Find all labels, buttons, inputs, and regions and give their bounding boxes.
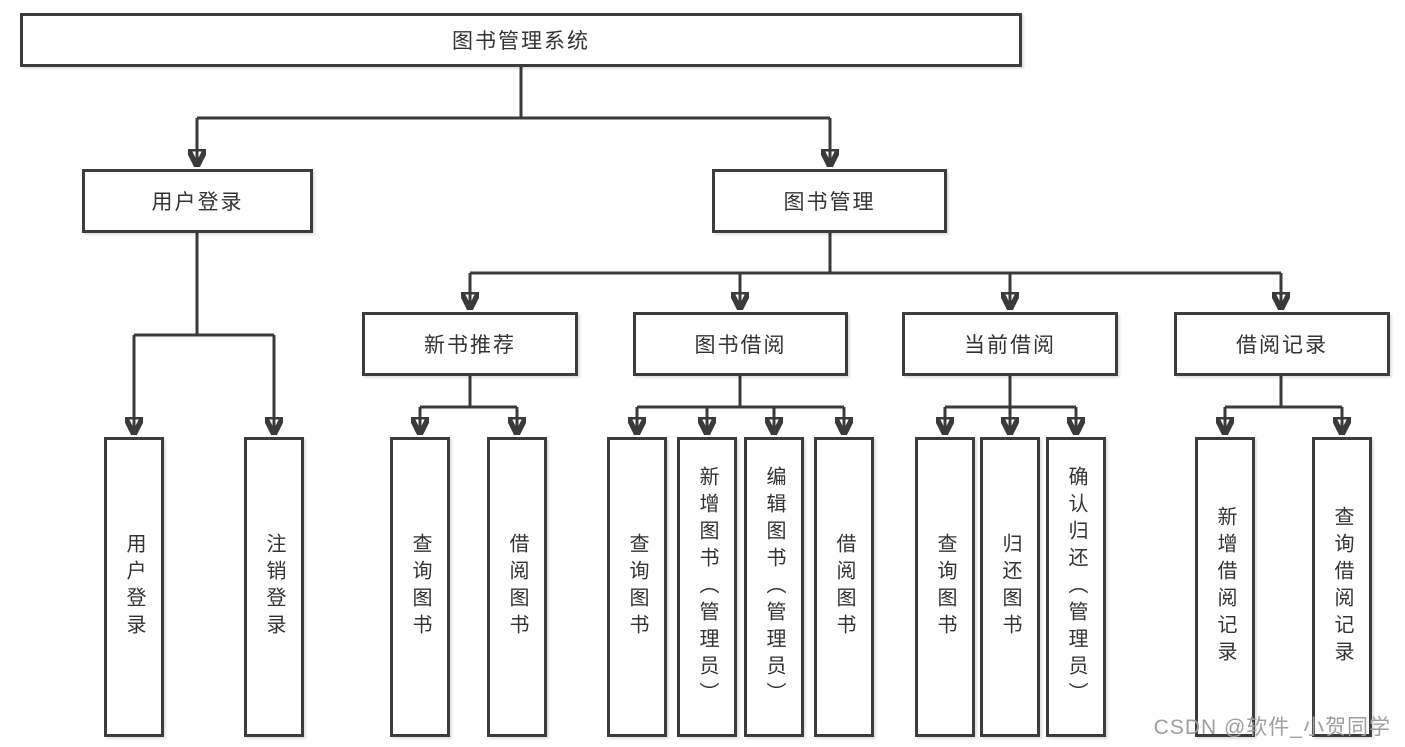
leaf-borrow-books-recommend: 借阅图书	[487, 437, 547, 737]
csdn-watermark: CSDN @软件_小贺同学	[1153, 716, 1391, 739]
leaf-edit-books-admin-label: 编辑图书（管理员）	[763, 465, 785, 709]
leaf-return-books-label: 归还图书	[999, 533, 1021, 641]
leaf-query-books-recommend: 查询图书	[390, 437, 450, 737]
leaf-borrow-books: 借阅图书	[814, 437, 874, 737]
leaf-add-books-admin-label: 新增图书（管理员）	[696, 465, 718, 709]
node-library-management-system: 图书管理系统	[20, 13, 1022, 67]
leaf-add-borrow-record-label: 新增借阅记录	[1214, 506, 1236, 668]
connector-book-borrow-to-children	[637, 376, 844, 433]
leaf-user-login-label: 用户登录	[123, 533, 145, 641]
leaf-query-books-current: 查询图书	[915, 437, 975, 737]
connector-user-login-to-children	[134, 233, 274, 433]
node-new-book-recommendation: 新书推荐	[362, 312, 578, 376]
node-library-management-system-label: 图书管理系统	[452, 30, 590, 53]
connector-current-borrow-to-children	[945, 376, 1076, 433]
leaf-borrow-books-label: 借阅图书	[833, 533, 855, 641]
connector-borrow-record-to-children	[1225, 376, 1342, 433]
node-new-book-recommendation-label: 新书推荐	[424, 334, 516, 357]
node-book-borrowing: 图书借阅	[633, 312, 848, 376]
node-book-borrowing-label: 图书借阅	[694, 334, 787, 357]
connector-book-mgmt-to-level3	[470, 233, 1281, 308]
node-current-borrowing: 当前借阅	[902, 312, 1118, 376]
leaf-logout-label: 注销登录	[263, 533, 285, 641]
leaf-query-books-recommend-label: 查询图书	[409, 533, 431, 641]
leaf-query-books-borrow: 查询图书	[607, 437, 667, 737]
node-user-login-label: 用户登录	[151, 191, 244, 214]
leaf-user-login: 用户登录	[104, 437, 164, 737]
leaf-logout: 注销登录	[244, 437, 304, 737]
node-user-login: 用户登录	[82, 169, 313, 233]
node-current-borrowing-label: 当前借阅	[964, 334, 1056, 357]
leaf-confirm-return-admin-label: 确认归还（管理员）	[1065, 465, 1087, 709]
node-book-management-label: 图书管理	[783, 191, 876, 214]
connector-new-book-to-children	[420, 376, 517, 433]
node-book-management: 图书管理	[712, 169, 947, 233]
leaf-query-borrow-record: 查询借阅记录	[1312, 437, 1372, 737]
leaf-query-books-current-label: 查询图书	[934, 533, 956, 641]
leaf-add-borrow-record: 新增借阅记录	[1195, 437, 1255, 737]
node-borrowing-records: 借阅记录	[1174, 312, 1390, 376]
leaf-query-books-borrow-label: 查询图书	[626, 533, 648, 641]
leaf-query-borrow-record-label: 查询借阅记录	[1331, 506, 1353, 668]
leaf-confirm-return-admin: 确认归还（管理员）	[1046, 437, 1106, 737]
leaf-edit-books-admin: 编辑图书（管理员）	[744, 437, 804, 737]
leaf-add-books-admin: 新增图书（管理员）	[677, 437, 737, 737]
leaf-borrow-books-recommend-label: 借阅图书	[506, 533, 528, 641]
connector-root-to-level2	[197, 67, 830, 165]
node-borrowing-records-label: 借阅记录	[1236, 334, 1328, 357]
leaf-return-books: 归还图书	[980, 437, 1040, 737]
